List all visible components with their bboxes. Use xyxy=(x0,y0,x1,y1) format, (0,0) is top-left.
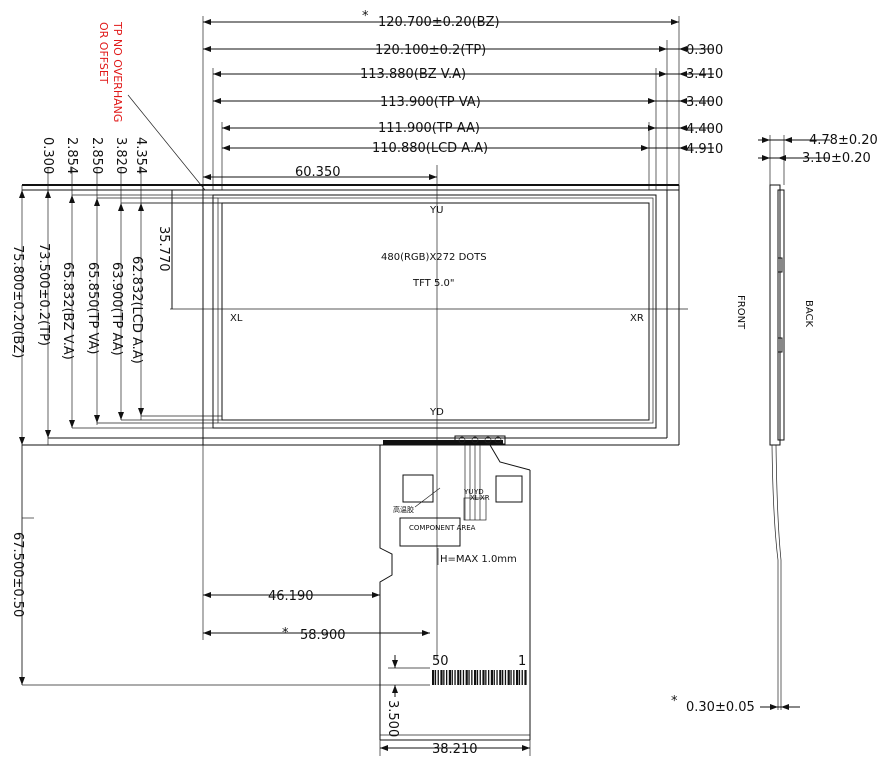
dim-fpc-offset-1: 46.190 xyxy=(268,589,314,604)
label-resolution: 480(RGB)X272 DOTS xyxy=(381,252,487,263)
note-line-2: OR OFFSET xyxy=(97,22,110,84)
gold-finger-pad xyxy=(510,670,512,685)
gold-finger-pad xyxy=(485,670,487,685)
gold-finger-pad xyxy=(471,670,473,685)
dim-bz-width: 120.700±0.20(BZ) xyxy=(378,15,500,30)
gold-finger-pad xyxy=(448,670,451,685)
dim-right-3400: 3.400 xyxy=(686,95,723,110)
gold-finger-pad xyxy=(440,670,443,685)
gold-finger-pad xyxy=(454,670,456,685)
svg-text:*: * xyxy=(282,626,289,641)
dim-tp-va-width: 113.900(TP VA) xyxy=(380,95,481,110)
overhang-note: TP NO OVERHANG OR OFFSET xyxy=(97,21,206,191)
gold-finger-pad xyxy=(507,670,510,685)
dim-pad-height: 3.500 xyxy=(385,700,400,737)
gold-finger-pad xyxy=(502,670,504,685)
module-outline: 60.350 35.770 YU YD XL XR 480(RGB)X272 D… xyxy=(22,165,688,660)
dim-tp-aa-width: 111.900(TP AA) xyxy=(378,121,480,136)
label-back: BACK xyxy=(803,300,814,328)
gold-finger-pad xyxy=(457,670,460,685)
dim-center-y: 35.770 xyxy=(156,226,171,272)
label-front: FRONT xyxy=(735,295,746,330)
gold-finger-pad xyxy=(499,670,502,685)
dim-tp-width: 120.100±0.2(TP) xyxy=(375,43,486,58)
pin-label-xr: XR xyxy=(480,494,490,502)
dim-tp-va-height: 65.850(TP VA) xyxy=(85,262,100,355)
gold-finger-pad xyxy=(437,670,439,685)
label-fpc-height: H=MAX 1.0mm xyxy=(440,554,517,565)
dim-right-0300: 0.300 xyxy=(686,43,723,58)
dim-left-3820: 3.820 xyxy=(113,137,128,174)
dim-right-3410: 3.410 xyxy=(686,67,723,82)
label-xl: XL xyxy=(230,313,243,324)
svg-text:*: * xyxy=(671,694,678,709)
gold-finger-pad xyxy=(465,670,468,685)
gold-finger-pad xyxy=(521,670,523,685)
gold-finger-pad xyxy=(493,670,495,685)
gold-finger-pad xyxy=(460,670,462,685)
dim-bz-va-height: 65.832(BZ V.A) xyxy=(60,262,75,360)
label-pin-50: 50 xyxy=(432,654,449,669)
pin-label-xl: XL xyxy=(470,494,479,502)
dim-side-total: 4.78±0.20 xyxy=(809,133,878,148)
top-dimensions: * 120.700±0.20(BZ) 120.100±0.2(TP) 0.300… xyxy=(202,9,723,190)
gold-finger-pad xyxy=(513,670,515,685)
label-component-area: COMPONENT AREA xyxy=(409,524,476,532)
gold-finger-pad xyxy=(451,670,453,685)
dim-fpc-offset-2: 58.900 xyxy=(300,628,346,643)
dim-tp-height: 73.500±0.2(TP) xyxy=(36,243,51,346)
label-pin-1: 1 xyxy=(518,654,526,669)
dim-left-0300: 0.300 xyxy=(40,137,55,174)
dim-lcd-aa-width: 110.880(LCD A.A) xyxy=(372,141,488,156)
note-line-1: TP NO OVERHANG xyxy=(111,21,124,122)
dim-center-x: 60.350 xyxy=(295,165,341,180)
dim-left-4354: 4.354 xyxy=(133,137,148,174)
gold-finger-pad xyxy=(516,670,519,685)
label-xr: XR xyxy=(630,313,644,324)
fpc-tail: 高温胶 COMPONENT AREA YU YD XL XR H=MAX 1.0… xyxy=(202,435,531,757)
dim-tp-aa-height: 63.900(TP AA) xyxy=(109,262,124,356)
gold-finger-pad xyxy=(482,670,485,685)
dim-bz-va-width: 113.880(BZ V.A) xyxy=(360,67,466,82)
gold-finger-pad xyxy=(474,670,477,685)
gold-finger-pad xyxy=(462,670,465,685)
label-high-temp-tape: 高温胶 xyxy=(393,505,414,514)
left-dimensions: 0.300 2.854 2.850 3.820 4.354 75.800±0.2… xyxy=(10,137,430,686)
dim-bz-height: 75.800±0.20(BZ) xyxy=(10,245,25,358)
gold-finger-pad xyxy=(490,670,493,685)
side-view: 4.78±0.20 3.10±0.20 FRONT BACK * 0.30±0.… xyxy=(671,133,878,715)
gold-finger-pad xyxy=(518,670,521,685)
gold-finger-pads xyxy=(432,670,527,685)
pin-label-yu: YU xyxy=(463,488,473,496)
label-panel-type: TFT 5.0" xyxy=(412,278,454,289)
label-yd: YD xyxy=(429,407,444,418)
gold-finger-pad xyxy=(524,670,527,685)
gold-finger-pad xyxy=(446,670,448,685)
dim-left-2850: 2.850 xyxy=(89,137,104,174)
dim-fpc-width: 38.210 xyxy=(432,742,478,757)
dim-left-2854: 2.854 xyxy=(64,137,79,174)
gold-finger-pad xyxy=(479,670,481,685)
label-yu: YU xyxy=(429,205,443,216)
gold-finger-pad xyxy=(496,670,498,685)
gold-finger-pad xyxy=(476,670,479,685)
dim-total-height: 67.500±0.50 xyxy=(10,532,25,617)
dim-side-body: 3.10±0.20 xyxy=(802,151,871,166)
dim-right-4400: 4.400 xyxy=(686,122,723,137)
gold-finger-pad xyxy=(504,670,507,685)
dim-right-4910: 4.910 xyxy=(686,142,723,157)
gold-finger-pad xyxy=(432,670,435,685)
gold-finger-pad xyxy=(443,670,445,685)
gold-finger-pad xyxy=(488,670,490,685)
dim-lcd-aa-height: 62.832(LCD A.A) xyxy=(129,256,144,364)
pin-label-yd: YD xyxy=(473,488,484,496)
svg-text:*: * xyxy=(362,9,369,24)
gold-finger-pad xyxy=(434,670,437,685)
gold-finger-pad xyxy=(468,670,470,685)
dim-fpc-thickness: 0.30±0.05 xyxy=(686,700,755,715)
